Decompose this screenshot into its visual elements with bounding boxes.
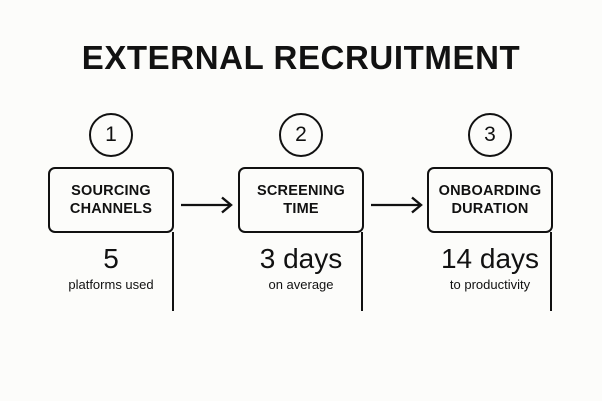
step-3-value: 14 days — [440, 243, 540, 274]
step-2-drop-line — [361, 232, 364, 311]
step-2-number: 2 — [295, 123, 307, 146]
step-3-box: ONBOARDING DURATION — [427, 167, 553, 233]
step-1-box: SOURCING CHANNELS — [48, 167, 174, 233]
step-2-box: SCREENING TIME — [238, 167, 364, 233]
step-3-label: ONBOARDING DURATION — [438, 183, 542, 217]
step-3-number: 3 — [484, 123, 496, 146]
step-2-label: SCREENING TIME — [256, 183, 345, 217]
step-1-caption: platforms used — [68, 277, 154, 292]
step-1-number: 1 — [105, 123, 117, 146]
step-1-value: 5 — [103, 243, 119, 274]
page-title: EXTERNAL RECRUITMENT — [81, 39, 521, 76]
step-3-caption: to productivity — [449, 277, 531, 292]
step-1: 1 SOURCING CHANNELS 5 platforms used — [48, 113, 174, 293]
step-1-number-circle: 1 — [89, 113, 133, 157]
step-3-number-circle: 3 — [468, 113, 512, 157]
arrow-right-icon — [180, 196, 237, 214]
arrow-right-icon — [370, 196, 427, 214]
step-1-drop-line — [171, 232, 174, 311]
step-2-caption: on average — [268, 277, 334, 292]
step-2-number-circle: 2 — [279, 113, 323, 157]
step-2-value: 3 days — [259, 243, 343, 274]
step-3-drop-line — [550, 232, 553, 311]
step-3: 3 ONBOARDING DURATION 14 days to product… — [427, 113, 553, 293]
step-1-label: SOURCING CHANNELS — [69, 183, 153, 217]
step-2: 2 SCREENING TIME 3 days on average — [238, 113, 364, 293]
